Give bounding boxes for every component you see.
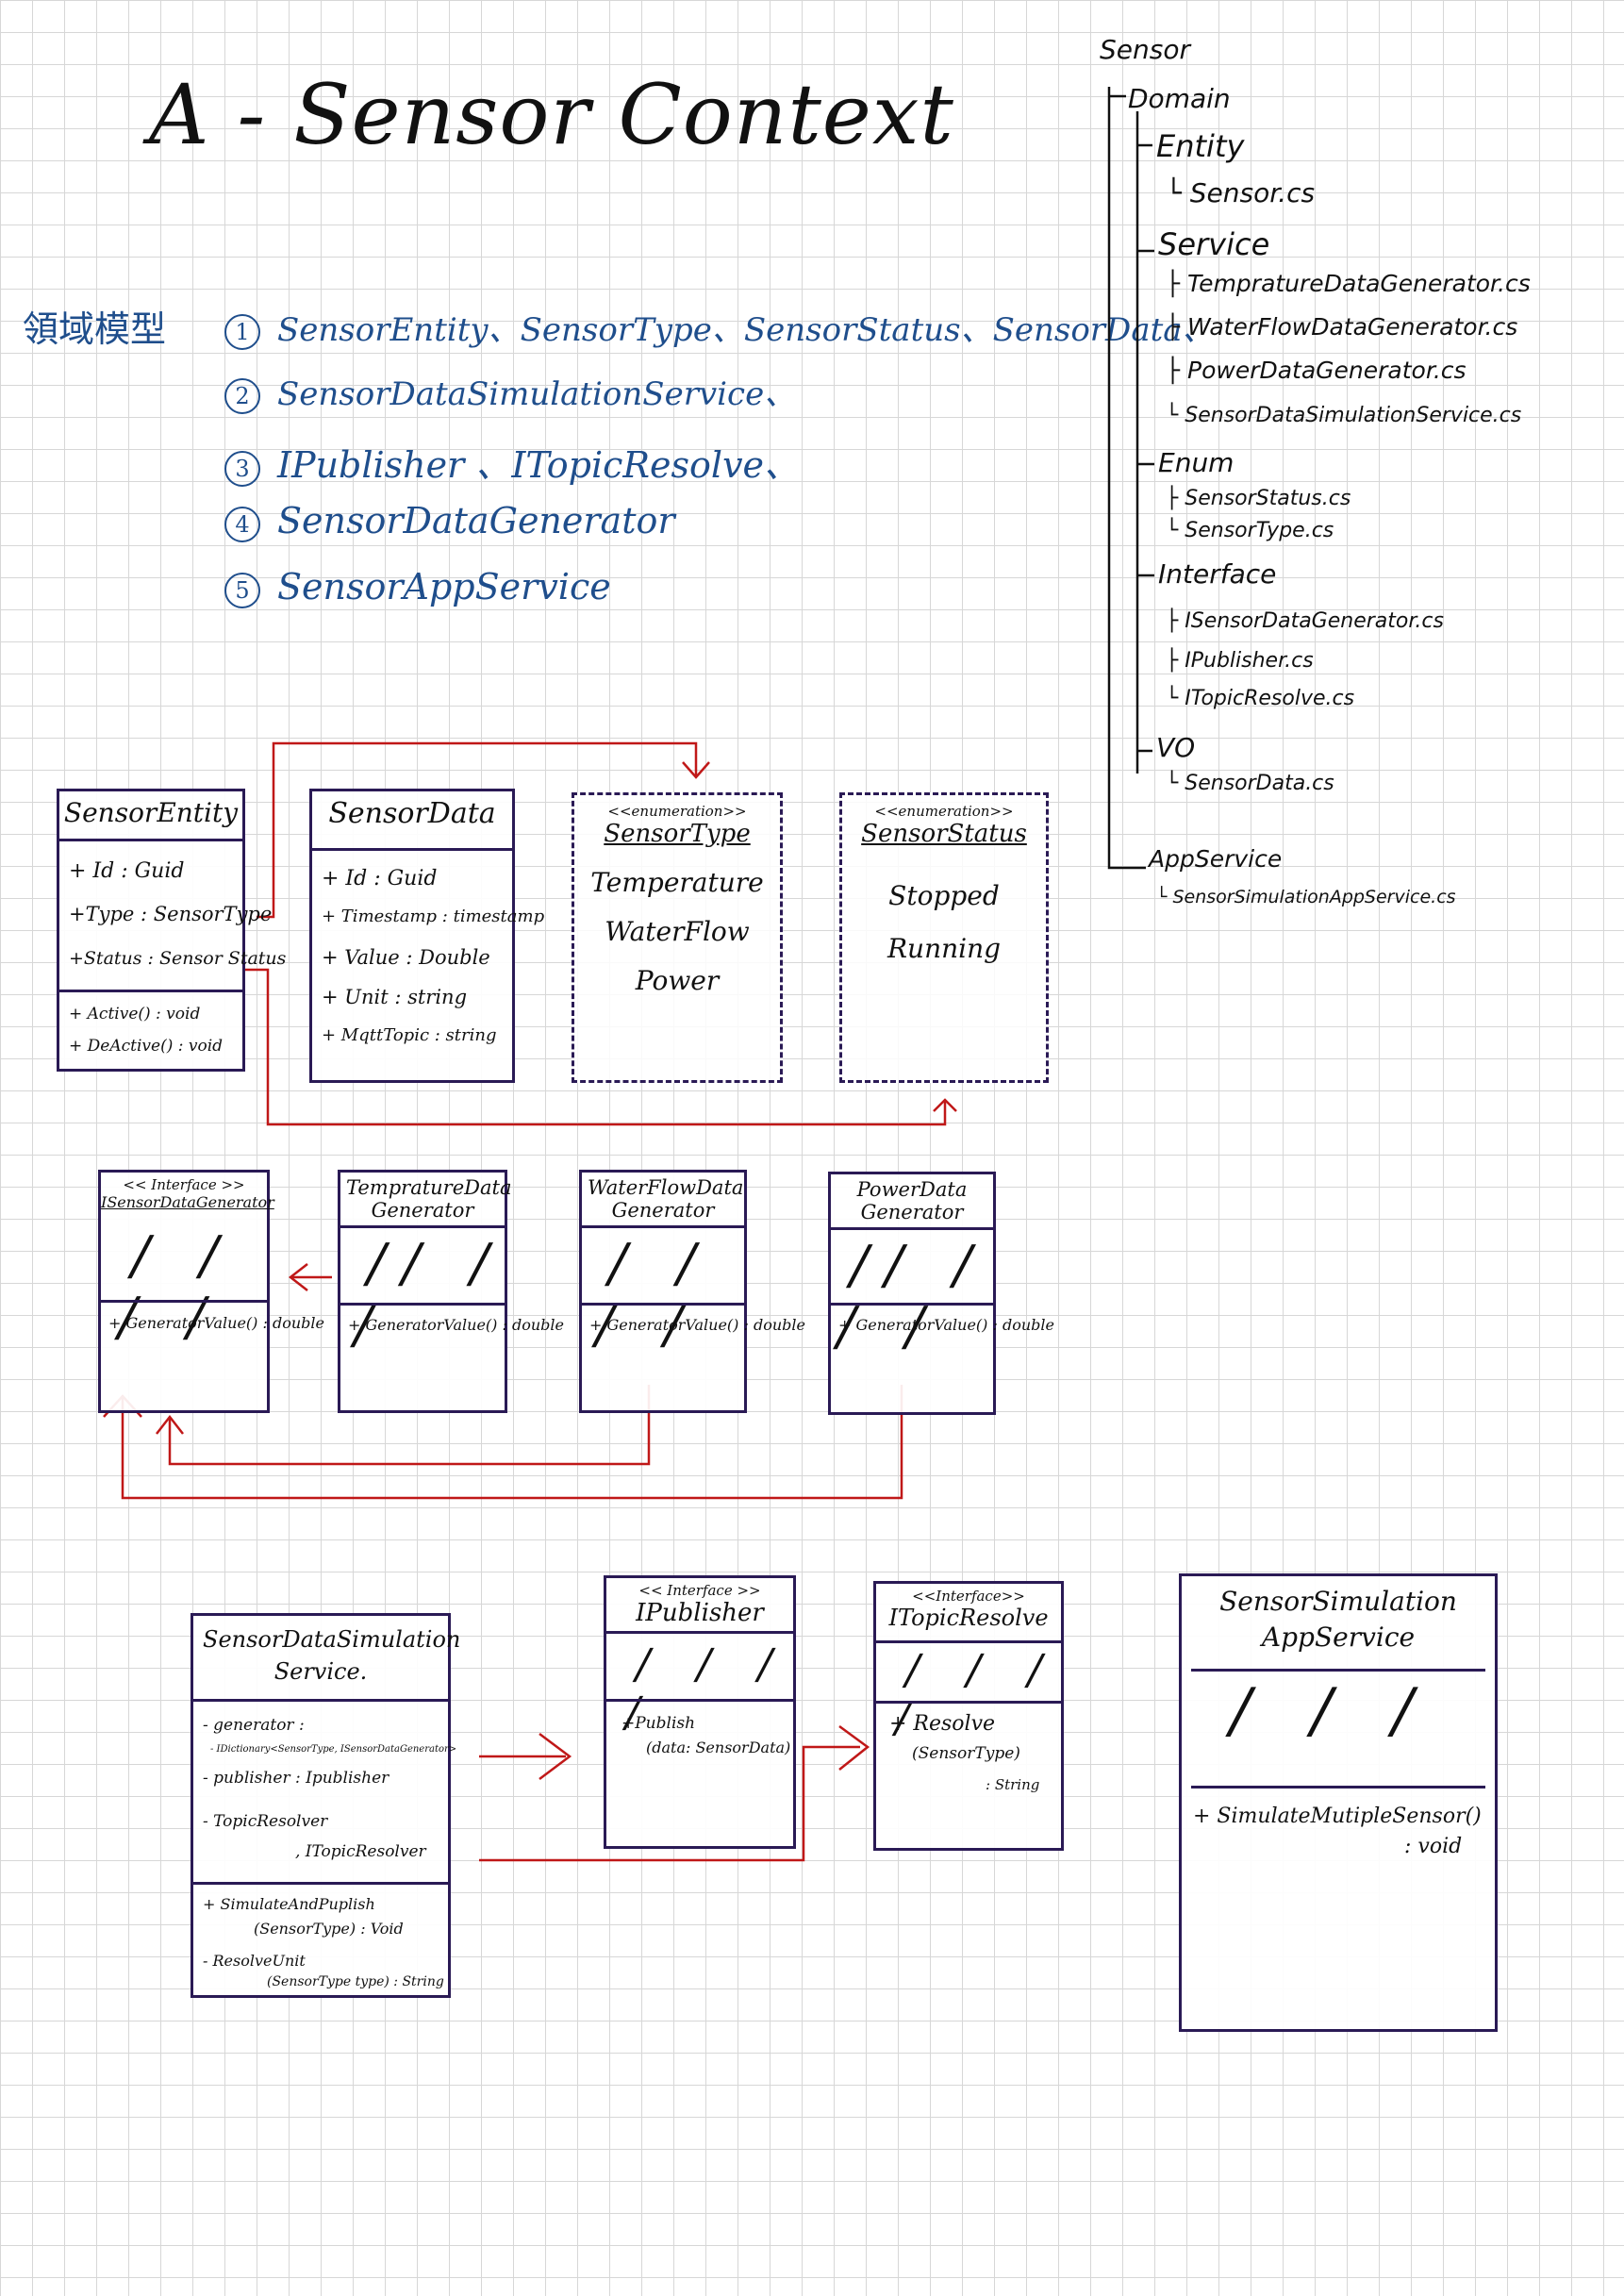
class-method: + GeneratorValue() : double bbox=[589, 1316, 805, 1334]
class-attr: + Value : Double bbox=[322, 946, 490, 969]
class-name: IPublisher bbox=[636, 1599, 764, 1627]
class-attr: - TopicResolver bbox=[203, 1812, 328, 1831]
tree-domain: Domain bbox=[1128, 83, 1231, 114]
sensor-type-enum: <<enumeration>> SensorType Temperature W… bbox=[572, 792, 783, 1083]
tree-service-file: ├ WaterFlowDataGenerator.cs bbox=[1166, 313, 1518, 341]
class-method: (data: SensorData) bbox=[646, 1739, 791, 1756]
class-name: SensorType bbox=[604, 820, 751, 848]
stereotype-label: << Interface >> bbox=[638, 1582, 761, 1599]
enum-value: Power bbox=[635, 965, 720, 996]
class-method: + GeneratorValue() : double bbox=[108, 1314, 324, 1332]
tree-interface-file: ├ ISensorDataGenerator.cs bbox=[1166, 609, 1444, 633]
class-attr: + Unit : string bbox=[322, 986, 468, 1008]
hatch-marks: // / / / bbox=[831, 1235, 996, 1357]
hatch-marks: / / / / bbox=[589, 1233, 720, 1356]
stereotype-label: <<Interface>> bbox=[912, 1588, 1025, 1605]
power-data-generator-class: PowerData Generator // / / / + Generator… bbox=[828, 1172, 1054, 1415]
class-name: SensorEntity bbox=[63, 797, 239, 828]
stereotype-label: <<enumeration>> bbox=[607, 803, 747, 820]
stereotype-label: << Interface >> bbox=[123, 1176, 245, 1193]
class-method: (SensorType) : Void bbox=[254, 1920, 404, 1938]
sensor-simulation-app-service-class: SensorSimulation AppService / / / + Simu… bbox=[1179, 1573, 1498, 2032]
tree-entity: Entity bbox=[1156, 128, 1245, 164]
enum-value: Stopped bbox=[888, 880, 1000, 911]
tree-service-file: ├ PowerDataGenerator.cs bbox=[1166, 357, 1467, 384]
class-name: SensorSimulation AppService bbox=[1219, 1586, 1457, 1653]
tree-vo-file: └ SensorData.cs bbox=[1166, 772, 1334, 795]
tree-appservice-file: └ SensorSimulationAppService.cs bbox=[1156, 887, 1456, 907]
tree-service-file: └ SensorDataSimulationService.cs bbox=[1166, 404, 1522, 427]
tree-enum: Enum bbox=[1158, 447, 1235, 478]
sensor-data-class: SensorData + Id : Guid + Timestamp : tim… bbox=[309, 789, 544, 1083]
class-method: + GeneratorValue() : double bbox=[838, 1316, 1054, 1334]
class-name: TempratureData Generator bbox=[346, 1176, 512, 1222]
class-method: (SensorType type) : String bbox=[267, 1974, 444, 1989]
class-attr: - generator : bbox=[203, 1716, 305, 1735]
class-name: PowerData Generator bbox=[856, 1178, 968, 1223]
class-name: SensorData bbox=[328, 797, 496, 830]
tree-enum-file: └ SensorType.cs bbox=[1166, 519, 1334, 542]
tree-entity-file: └ Sensor.cs bbox=[1166, 177, 1316, 208]
page-title: A - Sensor Context bbox=[149, 66, 954, 163]
class-method: + SimulateAndPuplish bbox=[203, 1895, 375, 1913]
sensor-entity-class: SensorEntity + Id : Guid +Type : SensorT… bbox=[57, 789, 286, 1072]
class-name: ISensorDataGenerator bbox=[101, 1193, 274, 1211]
class-attr: + Id : Guid bbox=[69, 859, 185, 883]
enum-value: Running bbox=[887, 933, 1002, 964]
hatch-marks: // / / bbox=[348, 1233, 513, 1356]
tree-service-file: ├ TempratureDataGenerator.cs bbox=[1166, 270, 1531, 297]
tree-enum-file: ├ SensorStatus.cs bbox=[1166, 487, 1351, 510]
class-method: + SimulateMutipleSensor() bbox=[1193, 1805, 1482, 1828]
waterflow-data-generator-class: WaterFlowData Generator / / / / + Genera… bbox=[579, 1170, 805, 1413]
tree-root: Sensor bbox=[1100, 34, 1190, 65]
enum-value: Temperature bbox=[590, 867, 764, 898]
class-attr: + Id : Guid bbox=[322, 867, 438, 890]
class-attr: + Timestamp : timestamp bbox=[322, 907, 545, 926]
class-method: : void bbox=[1404, 1835, 1463, 1858]
class-name: SensorStatus bbox=[861, 820, 1027, 848]
class-method: + Resolve bbox=[889, 1712, 996, 1736]
class-method: + DeActive() : void bbox=[69, 1037, 224, 1056]
tree-interface-file: └ ITopicResolve.cs bbox=[1166, 687, 1355, 710]
class-method: - ResolveUnit bbox=[203, 1952, 306, 1970]
class-attr: , ITopicResolver bbox=[295, 1842, 426, 1861]
class-attr: - publisher : Ipublisher bbox=[203, 1769, 389, 1788]
tree-vo: VO bbox=[1156, 732, 1196, 763]
tree-interface-file: ├ IPublisher.cs bbox=[1166, 649, 1314, 673]
sensor-status-enum: <<enumeration>> SensorStatus Stopped Run… bbox=[839, 792, 1049, 1083]
sensor-data-simulation-service-class: SensorDataSimulation Service. - generato… bbox=[191, 1613, 461, 1998]
stereotype-label: <<enumeration>> bbox=[874, 803, 1014, 820]
i-publisher-interface: << Interface >> IPublisher / / / / +Publ… bbox=[604, 1575, 796, 1849]
i-sensor-data-generator-interface: << Interface >> ISensorDataGenerator / /… bbox=[98, 1170, 324, 1413]
tree-service: Service bbox=[1158, 226, 1270, 262]
temprature-data-generator-class: TempratureData Generator // / / + Genera… bbox=[338, 1170, 564, 1413]
class-attr: - IDictionary<SensorType, ISensorDataGen… bbox=[210, 1744, 457, 1755]
class-name: SensorDataSimulation Service. bbox=[203, 1626, 461, 1685]
class-method: (SensorType) bbox=[912, 1744, 1020, 1763]
tree-appservice: AppService bbox=[1149, 845, 1283, 873]
class-method: + GeneratorValue() : double bbox=[348, 1316, 564, 1334]
class-method: : String bbox=[986, 1776, 1040, 1793]
domain-model-label: 領域模型 bbox=[23, 308, 167, 350]
class-attr: +Type : SensorType bbox=[69, 903, 273, 925]
class-attr: +Status : Sensor Status bbox=[69, 948, 287, 969]
i-topic-resolve-interface: <<Interface>> ITopicResolve / / / / + Re… bbox=[873, 1581, 1064, 1851]
class-name: ITopicResolve bbox=[888, 1605, 1049, 1631]
class-method: +Publish bbox=[621, 1714, 696, 1733]
class-attr: + MqttTopic : string bbox=[322, 1025, 497, 1045]
enum-value: WaterFlow bbox=[605, 916, 750, 947]
class-method: + Active() : void bbox=[69, 1005, 201, 1023]
hatch-marks: / / / bbox=[1223, 1676, 1442, 1746]
tree-interface: Interface bbox=[1158, 558, 1277, 590]
class-name: WaterFlowData Generator bbox=[588, 1176, 744, 1222]
